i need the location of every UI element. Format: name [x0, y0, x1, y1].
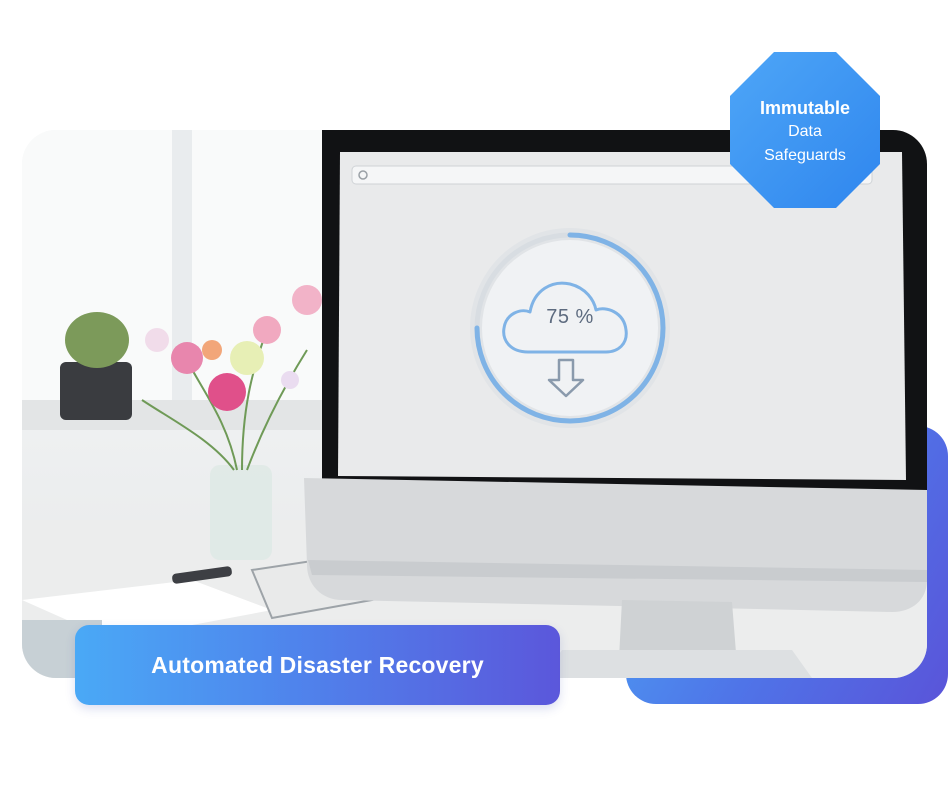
- badge-line-immutable: Immutable: [759, 98, 851, 118]
- feature-label-pill: Automated Disaster Recovery: [75, 625, 560, 705]
- badge-line-safeguards: Safeguards: [764, 147, 846, 164]
- desk-scene-illustration: [22, 130, 927, 678]
- octagon-badge-shape: [730, 52, 880, 208]
- immutable-data-badge: Immutable Data Safeguards: [730, 52, 880, 208]
- feature-label: Automated Disaster Recovery: [151, 651, 484, 678]
- desk-computer-photo: [22, 130, 927, 678]
- download-progress-text: 75 %: [546, 306, 594, 328]
- badge-line-data: Data: [788, 123, 822, 140]
